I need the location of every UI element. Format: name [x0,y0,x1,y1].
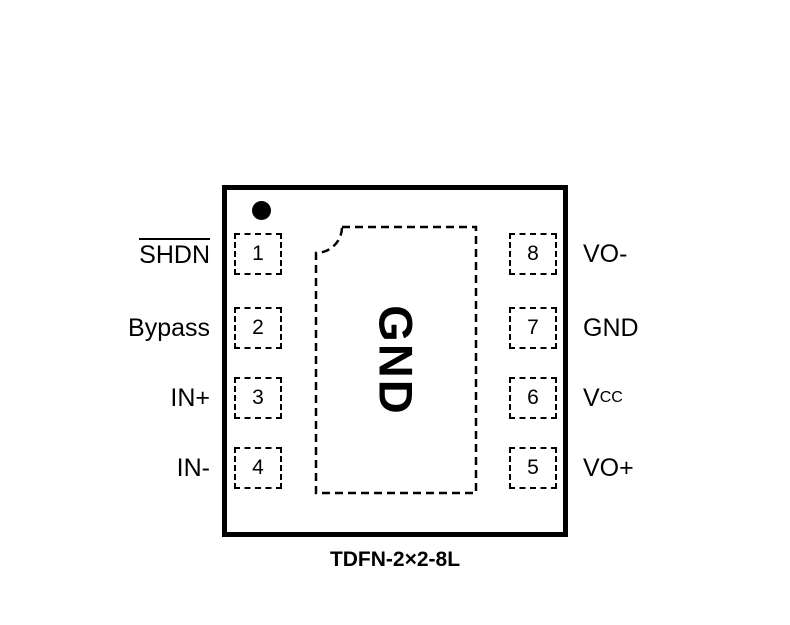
pin-label-vo-plus: VO+ [583,447,773,489]
pin-label-shdn: SHDN [30,233,210,275]
pin-label-in-minus-text: IN- [176,453,210,482]
pin-label-vo-minus: VO- [583,233,773,275]
pin-number-3: 3 [252,386,264,409]
pin-box-5: 5 [509,447,557,489]
pin-box-7: 7 [509,307,557,349]
pin-number-2: 2 [252,316,264,339]
pin-label-vo-minus-text: VO- [583,239,628,268]
pin-label-shdn-text: SHDN [139,238,210,270]
pin-box-3: 3 [234,377,282,419]
pin-number-6: 6 [527,386,539,409]
pin-label-gnd-text: GND [583,313,639,342]
pin-box-2: 2 [234,307,282,349]
pin-label-in-minus: IN- [30,447,210,489]
pin-label-in-plus: IN+ [30,377,210,419]
pin-box-4: 4 [234,447,282,489]
pin-label-gnd: GND [583,307,773,349]
pin1-indicator-dot [252,201,271,220]
pin-label-vcc-text: V [583,383,600,412]
pin-box-1: 1 [234,233,282,275]
pin-label-bypass-text: Bypass [128,313,210,342]
center-pad [314,225,478,495]
pin-number-8: 8 [527,242,539,265]
pin-label-bypass: Bypass [30,307,210,349]
pin-box-8: 8 [509,233,557,275]
package-caption: TDFN-2×2-8L [329,548,461,571]
pin-number-5: 5 [527,456,539,479]
pin-number-4: 4 [252,456,264,479]
pin-label-vo-plus-text: VO+ [583,453,634,482]
pin-box-6: 6 [509,377,557,419]
pin-number-1: 1 [252,242,264,265]
pin-label-in-plus-text: IN+ [170,383,210,412]
pin-number-7: 7 [527,316,539,339]
